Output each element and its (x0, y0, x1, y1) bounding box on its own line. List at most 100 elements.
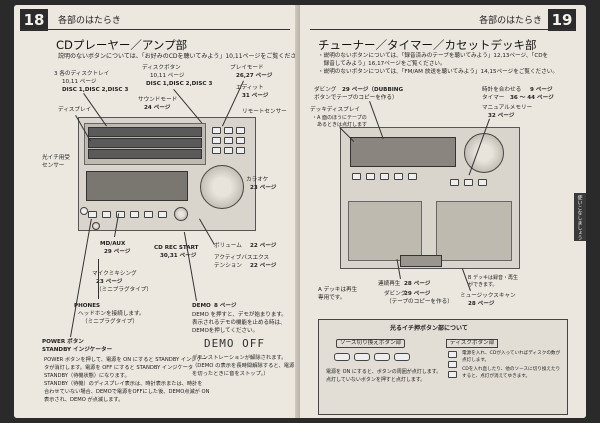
memory-button[interactable] (478, 179, 487, 186)
label-dubbing-2-note: （テープのコピーを作る） (386, 299, 453, 305)
label-b-deck: B デッキは録音・再生 (468, 275, 519, 281)
label-a-deck-2: 専用です。 (318, 295, 346, 301)
left-header-rule (20, 29, 290, 30)
demo-text-1: DEMO を押すと、デモが始まります。 (192, 312, 287, 318)
bass-button[interactable] (144, 211, 153, 218)
skip-back-button[interactable] (236, 127, 245, 134)
label-music-page: 28 ページ (468, 301, 495, 307)
right-page-title: チューナー／タイマー／カセットデッキ部 (318, 38, 537, 52)
tuner-display (350, 137, 456, 167)
clock-button[interactable] (450, 179, 459, 186)
label-demo-page: 8 ページ (214, 303, 237, 309)
cd-rec-button[interactable] (116, 211, 125, 218)
power-text-3: STANDBY（待機状態）になります。 (44, 373, 130, 379)
label-deck-note-2: あるときは点灯します (312, 122, 368, 128)
stop-button[interactable] (224, 147, 233, 154)
label-mic-page: 23 ページ (96, 279, 123, 285)
left-page-number: 18 (20, 9, 48, 31)
label-deck-note: ・A 面のほうにテープの (312, 115, 367, 121)
disc-1-button[interactable] (212, 127, 221, 134)
label-demo: DEMO (192, 303, 211, 309)
disc-3-button[interactable] (212, 147, 221, 154)
label-clock-page: 9 ページ (530, 87, 553, 93)
dubbing-button[interactable] (352, 173, 361, 180)
box-subtitle-right: ディスクボタン部 (446, 339, 499, 349)
right-header-rule (310, 29, 576, 30)
side-index-tab[interactable]: 使いこなしましょう (574, 193, 586, 241)
demo-note-3: を切ったときに音をストップ。） (192, 371, 269, 377)
demo-button[interactable] (158, 211, 167, 218)
box-text-left-2: 点灯していないボタンを押すと点灯します。 (326, 377, 426, 383)
power-text-1: POWER ボタンを押して、電源を ON にすると STANDBY インジケー (44, 357, 207, 363)
label-disc-button: ディスクボタン (142, 65, 181, 71)
deck-center-panel (400, 255, 442, 267)
karaoke-button[interactable] (130, 211, 139, 218)
power-text-5: 合わせていない場合、DEMOで電源をOFFにした後、DEMO点滅が ON (44, 389, 210, 395)
phones-jack[interactable] (92, 222, 100, 230)
demo-display-readout: DEMO OFF (204, 337, 265, 350)
label-sound-mode-page: 24 ページ (144, 105, 171, 111)
label-volume-page: 22 ページ (250, 243, 277, 249)
cassette-deck-a (348, 201, 422, 261)
label-bass-page: 22 ページ (250, 263, 277, 269)
label-md-aux: MD/AUX (100, 241, 126, 247)
right-page-number: 19 (548, 9, 576, 31)
left-page-header: 各部のはたらき (58, 16, 121, 26)
source-button-sample (334, 353, 350, 361)
box-text-right-1: 電源を入れ、CDが入っていればディスクの数が (462, 351, 561, 356)
sound-mode-button[interactable] (88, 211, 97, 218)
leader-line (98, 259, 99, 299)
play-mode-button[interactable] (224, 127, 233, 134)
label-phones-jack: ヘッドホンを接続します。 (78, 311, 145, 317)
left-intro: 説明のないボタンについては、「お好みのCDを聴いてみよう」10,11ページをご覧… (58, 53, 309, 60)
source-button-sample (354, 353, 370, 361)
tuner-button[interactable] (380, 173, 389, 180)
label-timer-page: 36 ～ 44 ページ (510, 95, 554, 101)
timer-button[interactable] (464, 179, 473, 186)
label-bass-2: テンション (214, 263, 242, 269)
tape-button[interactable] (366, 173, 375, 180)
label-ir-sensor: 光イチ用受 (42, 155, 70, 161)
label-ir-sensor-2: センサー (42, 163, 65, 169)
preset-button[interactable] (408, 173, 417, 180)
play-pause-button[interactable] (236, 147, 245, 154)
label-music-scan: ミュージックスキャン (460, 293, 516, 299)
demo-text-3: DEMOを押してください。 (192, 328, 258, 334)
display-panel (86, 171, 188, 201)
left-page-title: CDプレーヤー／アンプ部 (56, 38, 188, 52)
label-remote-sensor: リモートセンサー (242, 109, 287, 115)
left-page: 18 各部のはたらき CDプレーヤー／アンプ部 説明のないボタンについては、「お… (14, 5, 308, 418)
skip-forward-button[interactable] (236, 137, 245, 144)
label-phones-note: （ミニプラグタイプ） (82, 319, 138, 325)
box-subtitle-left: ソース切り換えボタン部 (336, 339, 406, 349)
label-cd-rec-page: 30,31 ページ (160, 253, 197, 259)
label-manual-memory: マニュアルメモリー (482, 105, 533, 111)
right-intro-2: 録音してみよう」16,17ページをご覧ください。 (318, 61, 446, 67)
cassette-deck-b (436, 201, 512, 261)
md-aux-button[interactable] (102, 211, 111, 218)
mic-mixing-knob[interactable] (174, 207, 188, 221)
right-page-header: 各部のはたらき (479, 16, 542, 26)
label-continuous-page: 28 ページ (404, 281, 431, 287)
tuning-knob[interactable] (464, 133, 504, 173)
band-button[interactable] (394, 173, 403, 180)
label-mic-mixing: マイクミキシング (92, 271, 137, 277)
label-standby: STANDBY インジケーター (42, 347, 113, 353)
box-text-right-2: 点灯します。 (462, 358, 490, 363)
demo-note-2: （DEMO の表示を長時間解除すると、電源 (192, 363, 295, 369)
label-clock-set: 時計を合わせる (482, 87, 522, 93)
right-intro-1: ・説明のないボタンについては、「録音済みのテープを聴いてみよう」12,13ページ… (318, 53, 549, 59)
power-button[interactable] (80, 207, 88, 215)
label-manual-page: 32 ページ (488, 113, 515, 119)
disc-2-button[interactable] (212, 137, 221, 144)
label-play-mode: プレイモード (230, 65, 264, 71)
box-text-left-1: 電源を ON にすると、ボタンの周囲が点灯します。 (326, 369, 442, 375)
power-text-4: STANDBY（待機）のディスプレイ表示は、時計表示または、時計を (44, 381, 203, 387)
volume-knob[interactable] (200, 165, 244, 209)
label-disc-tray: 3 各のディスクトレイ (54, 71, 110, 77)
lit-button-info-box (318, 319, 568, 415)
demo-note-1: デモンストレーションが解除されます。 (192, 355, 287, 361)
label-md-aux-page: 29 ページ (104, 249, 131, 255)
label-karaoke: カラオケ (246, 177, 269, 183)
edit-button[interactable] (224, 137, 233, 144)
